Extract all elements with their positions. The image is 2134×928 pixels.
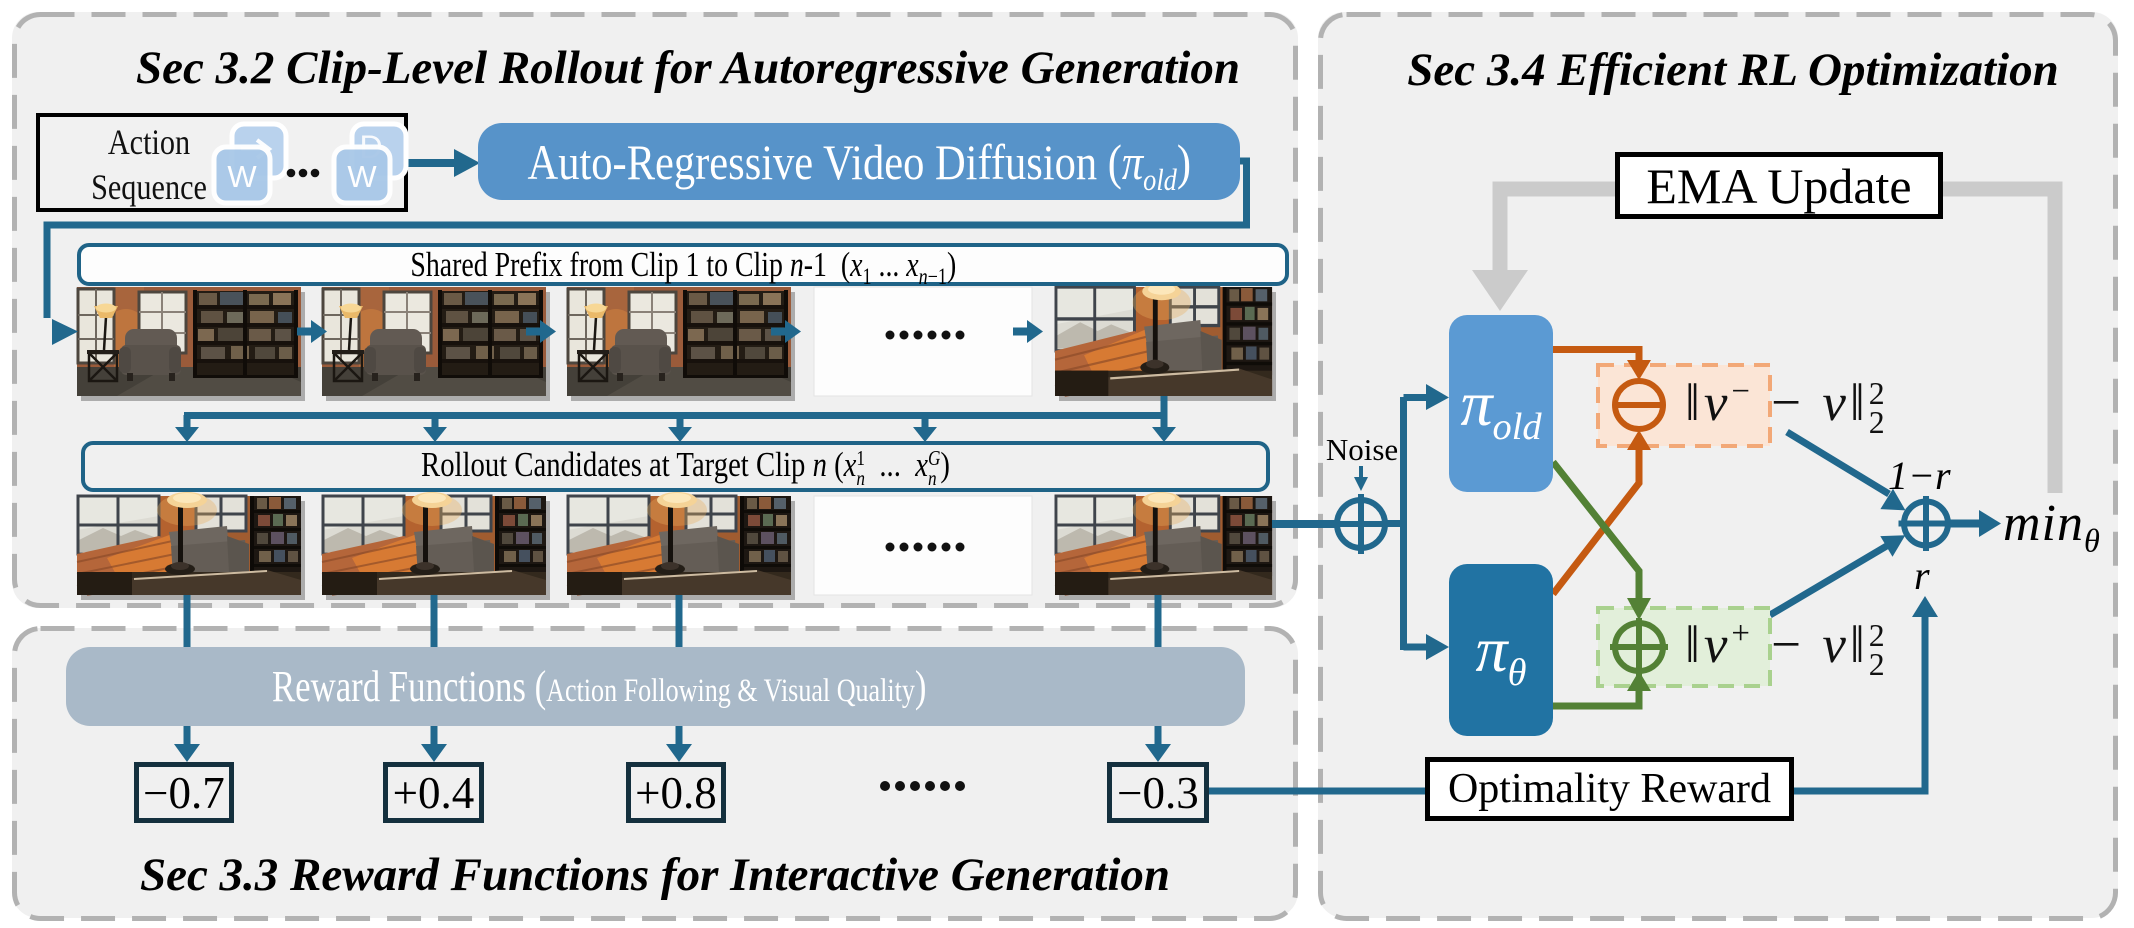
svg-text:W: W <box>227 159 257 194</box>
svg-text:W: W <box>347 159 377 194</box>
